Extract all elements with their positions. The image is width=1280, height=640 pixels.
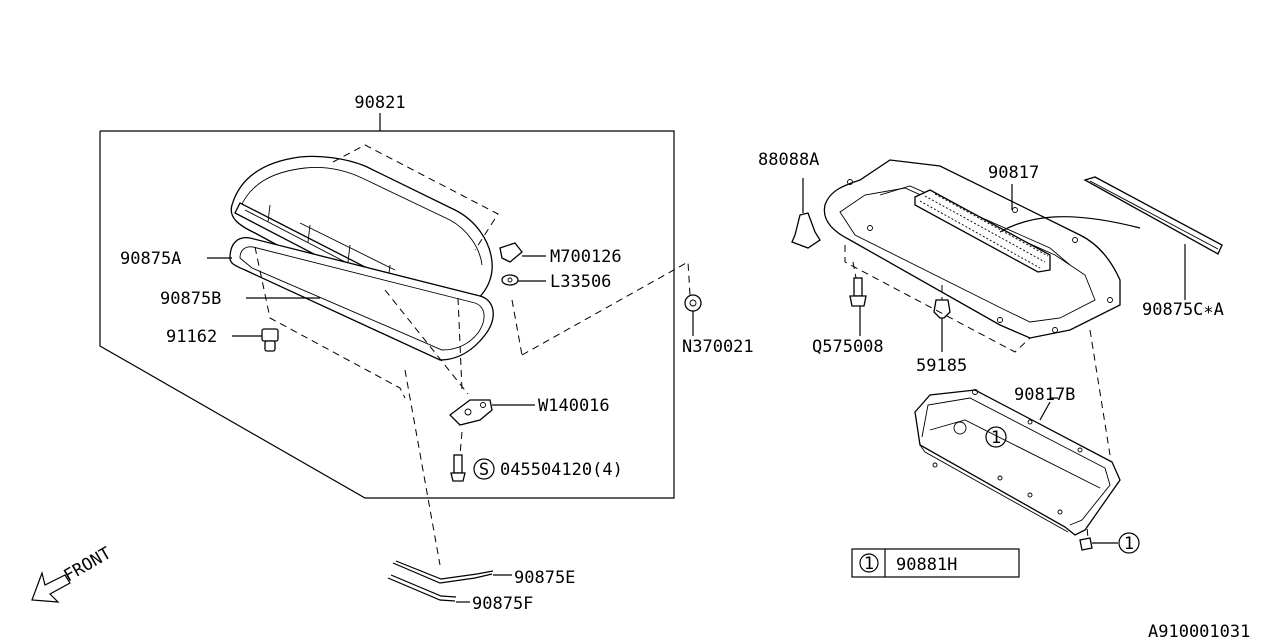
label-045504120: 045504120(4)	[500, 460, 623, 480]
label-90875B: 90875B	[160, 289, 221, 309]
label-88088A: 88088A	[758, 150, 819, 170]
part-M700126	[499, 242, 546, 263]
label-90821: 90821	[354, 93, 405, 113]
clip-ref-1: 1	[1079, 532, 1140, 554]
ref-circle-1b: 1	[1124, 534, 1134, 554]
label-90875A: 90875A	[120, 249, 181, 269]
label-91162: 91162	[166, 327, 217, 347]
label-90817: 90817	[988, 163, 1039, 183]
screw-symbol: S	[479, 460, 489, 480]
front-arrow: FRONT	[31, 543, 115, 603]
clip-91162	[232, 328, 279, 352]
clip-88088A	[791, 178, 821, 249]
label-90875CA: 90875C∗A	[1142, 300, 1224, 320]
label-Q575008: Q575008	[812, 337, 884, 357]
legend-box-90881H: 1	[851, 548, 1020, 578]
duct-90817	[823, 159, 1121, 339]
bolt-Q575008	[849, 277, 867, 336]
document-code: A910001031	[1148, 622, 1250, 640]
gasket-90875B	[229, 237, 494, 361]
label-59185: 59185	[916, 356, 967, 376]
tray-90817B: 1	[914, 389, 1121, 536]
front-label: FRONT	[61, 543, 115, 586]
washer-L33506	[501, 274, 546, 286]
label-90875E: 90875E	[514, 568, 575, 588]
label-90817B: 90817B	[1014, 385, 1075, 405]
label-90875F: 90875F	[472, 594, 533, 614]
label-N370021: N370021	[682, 337, 754, 357]
hood-scoop-assembly-frame	[99, 113, 675, 499]
legend-ref: 1	[864, 554, 874, 574]
ref-circle-1: 1	[991, 428, 1001, 448]
nut-N370021	[684, 294, 702, 336]
screw-045504120: S	[450, 454, 495, 482]
label-M700126: M700126	[550, 247, 622, 267]
bracket-W140016	[449, 399, 535, 426]
wire	[999, 216, 1141, 233]
seals-90875E-90875F	[387, 560, 512, 603]
clip-59185	[933, 299, 951, 352]
strip-90875CA	[1083, 176, 1223, 300]
right-leaders	[1011, 184, 1058, 399]
label-L33506: L33506	[550, 272, 611, 292]
left-guide-lines	[254, 144, 691, 566]
label-W140016: W140016	[538, 396, 610, 416]
label-90881H: 90881H	[896, 555, 957, 575]
